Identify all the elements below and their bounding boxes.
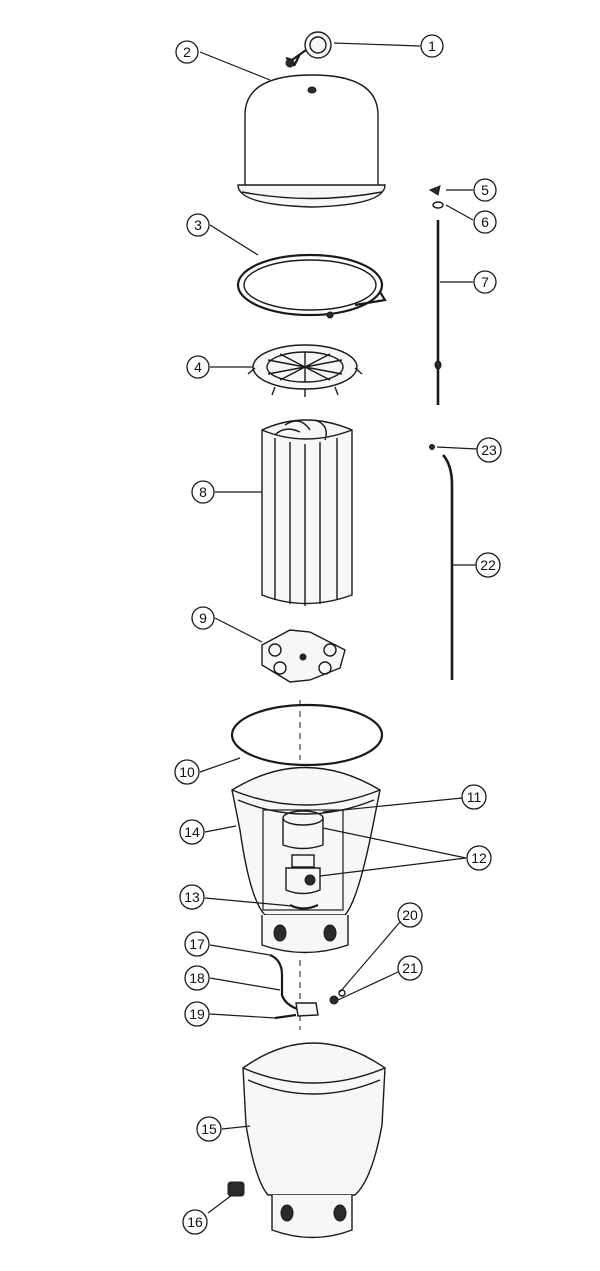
lower-tank xyxy=(242,1042,386,1239)
callout-label: 22 xyxy=(480,557,496,573)
callout-11: 11 xyxy=(461,784,487,810)
bottom-manifold xyxy=(261,629,346,683)
callout-18: 18 xyxy=(184,965,210,991)
drain-plug xyxy=(227,1181,245,1197)
callout-label: 3 xyxy=(194,217,202,233)
callout-21: 21 xyxy=(397,955,423,981)
callout-label: 18 xyxy=(189,970,205,986)
callout-label: 1 xyxy=(428,38,436,54)
pressure-gauge xyxy=(285,31,332,68)
callout-label: 15 xyxy=(201,1121,217,1137)
callout-7: 7 xyxy=(473,270,497,294)
callout-2: 2 xyxy=(175,40,199,64)
callout-13: 13 xyxy=(179,884,205,910)
callout-label: 2 xyxy=(183,44,191,60)
clamp-ring xyxy=(236,253,387,319)
top-manifold xyxy=(247,344,363,397)
callout-label: 7 xyxy=(481,274,489,290)
callout-12: 12 xyxy=(466,845,492,871)
callout-label: 16 xyxy=(187,1214,203,1230)
callout-label: 11 xyxy=(467,789,482,805)
callout-label: 21 xyxy=(402,960,418,976)
o-ring xyxy=(230,703,384,767)
callout-label: 5 xyxy=(481,182,489,198)
callout-8: 8 xyxy=(191,480,215,504)
callout-label: 12 xyxy=(471,850,487,866)
filter-grid xyxy=(261,419,353,606)
callout-22: 22 xyxy=(475,552,501,578)
callout-label: 14 xyxy=(184,824,200,840)
callout-label: 6 xyxy=(481,214,489,230)
callout-19: 19 xyxy=(184,1001,210,1027)
internal-valve xyxy=(262,809,344,911)
callout-label: 9 xyxy=(199,610,207,626)
callout-3: 3 xyxy=(186,213,210,237)
filter-lid xyxy=(237,74,386,208)
callout-5: 5 xyxy=(473,178,497,202)
callout-label: 8 xyxy=(199,484,207,500)
callout-label: 19 xyxy=(189,1006,205,1022)
callout-label: 23 xyxy=(481,442,497,458)
air-relief-tube xyxy=(429,444,454,680)
callout-label: 17 xyxy=(189,936,205,952)
leader-lines xyxy=(199,42,478,1214)
drain-hardware xyxy=(269,953,346,1020)
callout-14: 14 xyxy=(179,819,205,845)
callout-16: 16 xyxy=(182,1209,208,1235)
callout-label: 4 xyxy=(194,359,202,375)
callout-label: 20 xyxy=(402,907,418,923)
callout-23: 23 xyxy=(476,437,502,463)
callout-20: 20 xyxy=(397,902,423,928)
callout-label: 13 xyxy=(184,889,200,905)
callout-label: 10 xyxy=(179,764,195,780)
callout-6: 6 xyxy=(473,210,497,234)
callout-4: 4 xyxy=(186,355,210,379)
callout-15: 15 xyxy=(196,1116,222,1142)
callout-10: 10 xyxy=(174,759,200,785)
tie-rod xyxy=(428,185,444,405)
callout-1: 1 xyxy=(420,34,444,58)
callout-9: 9 xyxy=(191,606,215,630)
callout-17: 17 xyxy=(184,931,210,957)
